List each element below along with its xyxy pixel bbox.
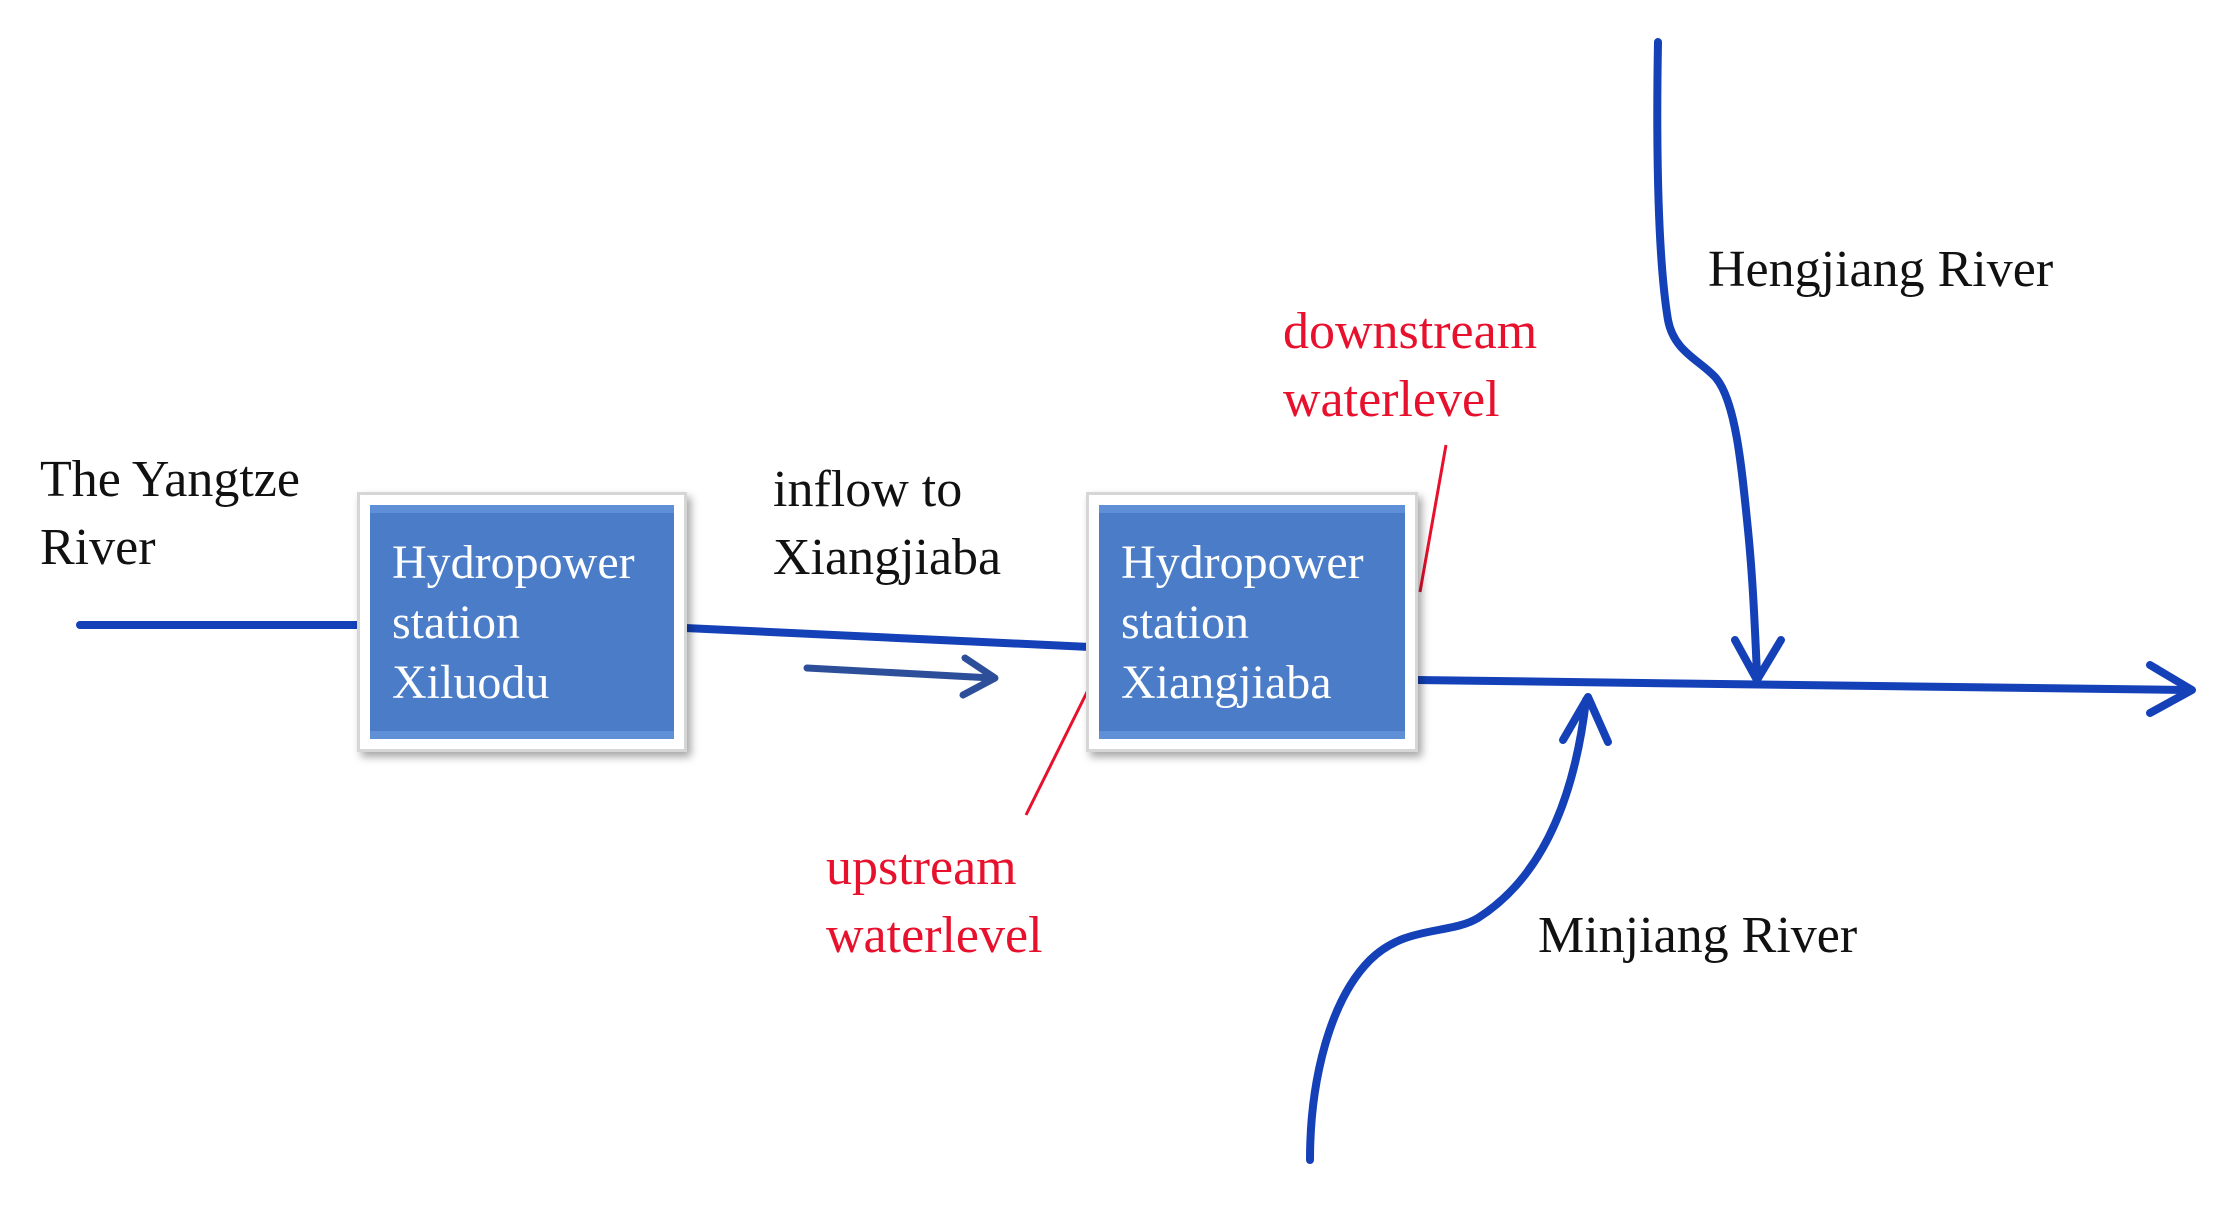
downstream-waterlevel-label: downstream waterlevel xyxy=(1283,298,1537,434)
upstream-label-line-2: waterlevel xyxy=(826,907,1043,964)
flow-direction-arrow xyxy=(803,664,996,682)
station-xiangjiaba-panel xyxy=(1099,505,1405,739)
inflow-label-line-1: inflow to xyxy=(773,461,963,518)
hengjiang-label-text: Hengjiang River xyxy=(1708,241,2054,298)
river-segment-xiluodu-to-xiangjiaba xyxy=(681,624,1094,651)
upstream-label-line-1: upstream xyxy=(826,839,1017,896)
downstream-callout-line xyxy=(1418,444,1448,593)
inflow-label: inflow to Xiangjiaba xyxy=(773,456,1001,592)
hengjiang-river-label: Hengjiang River xyxy=(1708,236,2053,304)
upstream-callout-line xyxy=(1024,679,1095,816)
station-xiluodu-line-3: Xiluodu xyxy=(392,656,550,709)
river-segment-downstream xyxy=(1411,676,2189,694)
station-xiangjiaba: Hydropower station Xiangjiaba xyxy=(1086,492,1418,752)
yangtze-river-label: The Yangtze River xyxy=(40,446,300,582)
station-xiluodu-line-1: Hydropower xyxy=(392,536,635,589)
outflow-arrowhead xyxy=(2146,661,2196,717)
station-xiangjiaba-line-1: Hydropower xyxy=(1121,536,1364,589)
station-xiluodu-panel xyxy=(370,505,674,739)
yangtze-label-line-1: The Yangtze xyxy=(40,451,300,508)
station-xiluodu-label: Hydropower station Xiluodu xyxy=(392,533,635,713)
downstream-label-line-1: downstream xyxy=(1283,303,1538,360)
minjiang-river-label: Minjiang River xyxy=(1538,902,1857,970)
hengjiang-arrowhead xyxy=(1731,636,1785,684)
flow-direction-arrowhead xyxy=(959,654,999,699)
downstream-label-line-2: waterlevel xyxy=(1283,371,1500,428)
station-xiangjiaba-line-2: station xyxy=(1121,596,1249,649)
upstream-waterlevel-label: upstream waterlevel xyxy=(826,834,1043,970)
station-xiluodu: Hydropower station Xiluodu xyxy=(357,492,687,752)
inflow-label-line-2: Xiangjiaba xyxy=(773,529,1002,586)
station-xiangjiaba-line-3: Xiangjiaba xyxy=(1121,656,1332,709)
station-xiangjiaba-label: Hydropower station Xiangjiaba xyxy=(1121,533,1364,713)
hengjiang-river-line xyxy=(1653,38,1761,679)
yangtze-label-line-2: River xyxy=(40,519,156,576)
station-xiluodu-line-2: station xyxy=(392,596,520,649)
minjiang-label-text: Minjiang River xyxy=(1538,907,1858,964)
minjiang-river-line xyxy=(1306,696,1590,1164)
minjiang-arrowhead xyxy=(1559,693,1612,746)
